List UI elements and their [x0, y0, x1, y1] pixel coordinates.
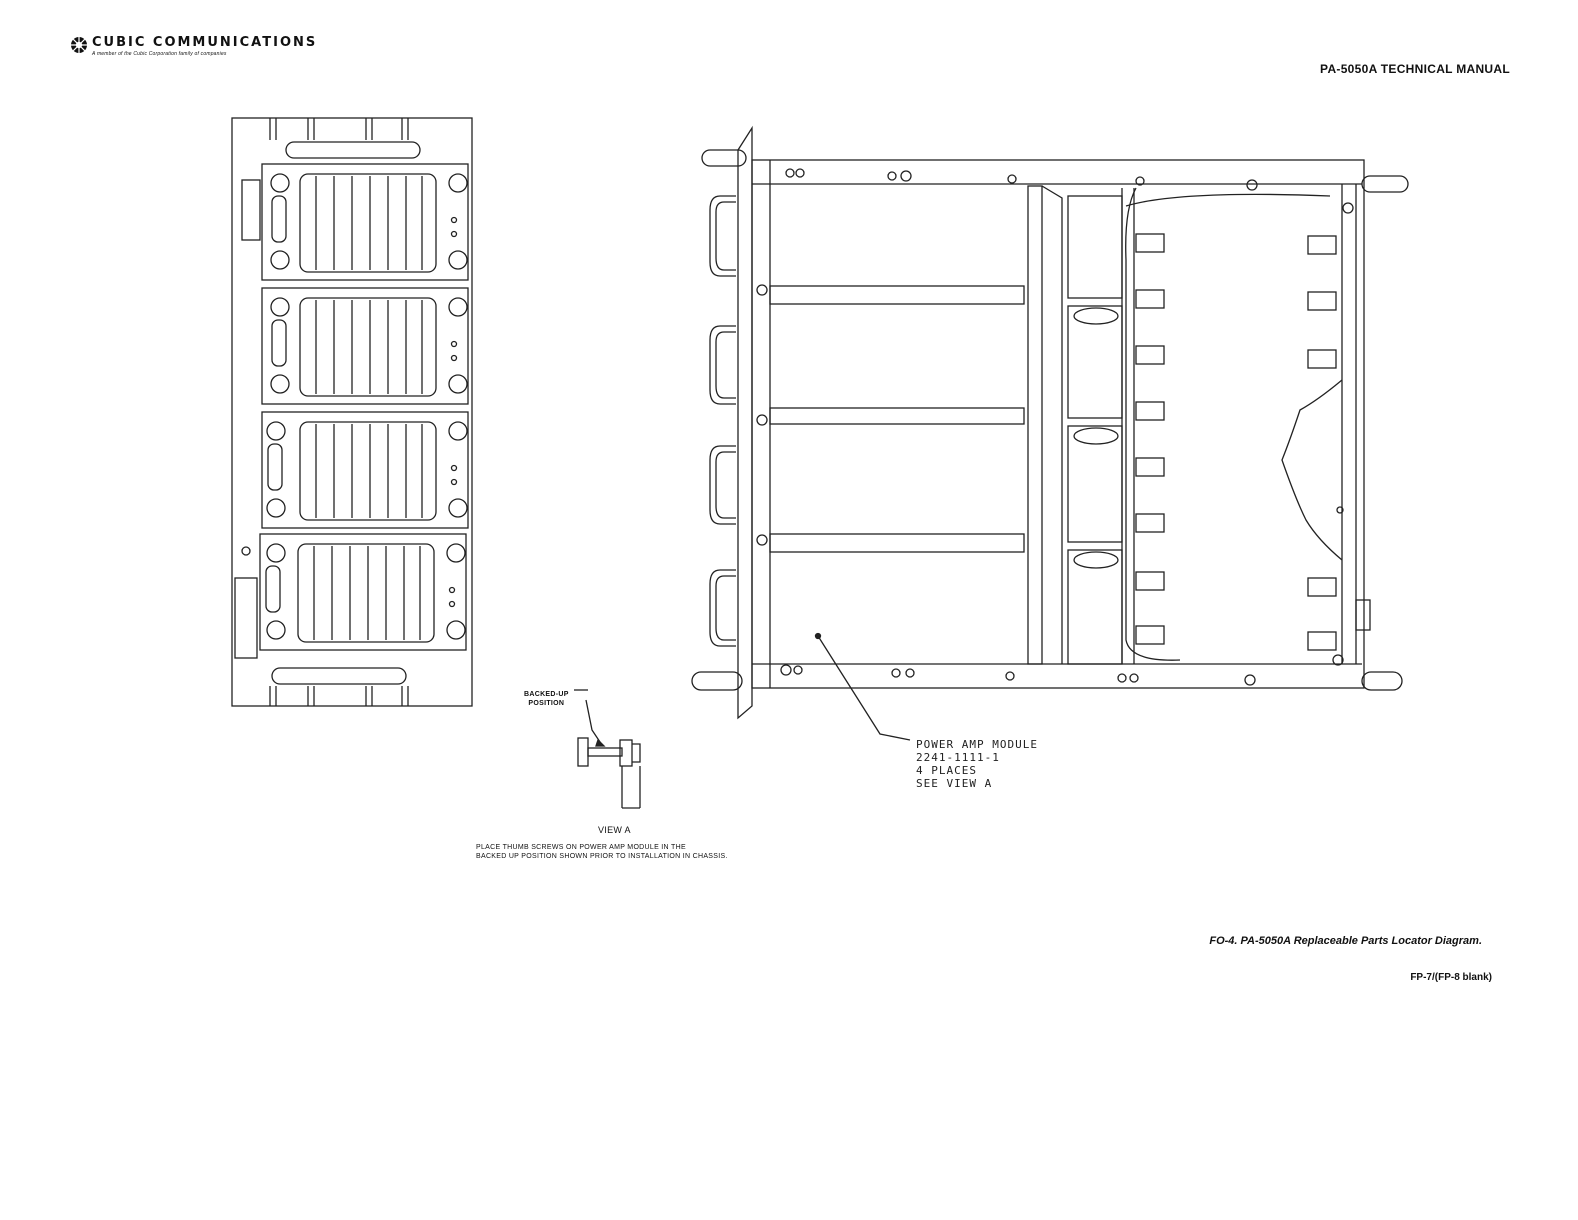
callout-line-4: SEE VIEW A [916, 777, 993, 790]
callout-line-3: 4 PLACES [916, 764, 977, 777]
company-logo-icon [71, 37, 87, 53]
installation-instruction: PLACE THUMB SCREWS ON POWER AMP MODULE I… [476, 843, 728, 861]
figure-caption: FO-4. PA-5050A Replaceable Parts Locator… [1209, 935, 1482, 947]
view-a-thumbscrew-detail [577, 699, 641, 809]
view-a-label: VIEW A [598, 825, 631, 835]
front-panel-view [231, 117, 473, 707]
module-panel-3 [261, 411, 469, 529]
manual-title: PA-5050A TECHNICAL MANUAL [1320, 62, 1510, 76]
instruction-line-1: PLACE THUMB SCREWS ON POWER AMP MODULE I… [476, 844, 686, 851]
backed-up-line-1: BACKED-UP [524, 691, 569, 698]
module-panel-4 [259, 533, 467, 651]
chassis-top-view [574, 125, 1409, 741]
callout-line-1: POWER AMP MODULE [916, 738, 1038, 751]
page-number: FP-7/(FP-8 blank) [1410, 972, 1492, 983]
backed-up-line-2: POSITION [528, 700, 565, 707]
module-panel-2 [261, 287, 469, 405]
company-subtitle: A member of the Cubic Corporation family… [92, 51, 227, 57]
callout-line-2: 2241-1111-1 [916, 751, 1000, 764]
instruction-line-2: BACKED UP POSITION SHOWN PRIOR TO INSTAL… [476, 853, 728, 860]
company-name: CUBIC COMMUNICATIONS [92, 35, 318, 50]
company-logo: CUBIC COMMUNICATIONS A member of the Cub… [70, 36, 317, 57]
backed-up-position-label: BACKED-UP POSITION [524, 690, 569, 708]
power-amp-module-callout: POWER AMP MODULE 2241-1111-1 4 PLACES SE… [916, 738, 1038, 790]
module-panel-1 [261, 163, 469, 281]
